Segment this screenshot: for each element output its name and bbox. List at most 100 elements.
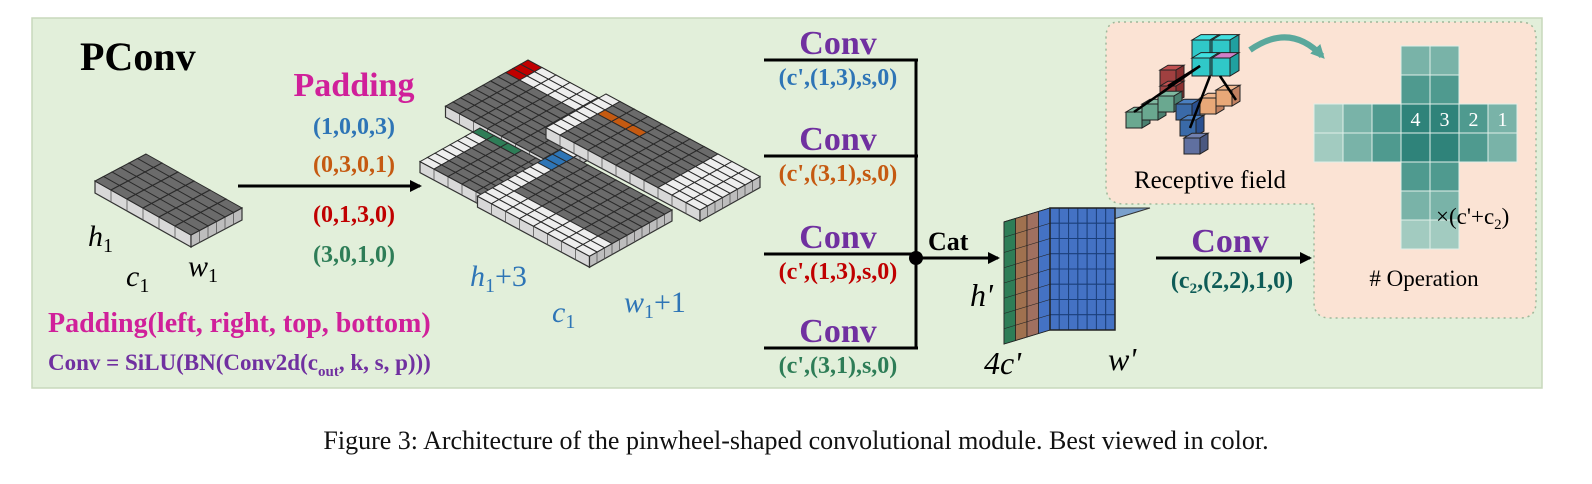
output-width-label: w' (1108, 341, 1137, 377)
output-grid-line (1026, 317, 1039, 323)
output-grid-line (1026, 302, 1039, 307)
output-front-border (1049, 207, 1116, 331)
output-cell (1095, 207, 1107, 224)
output-grid-line (1038, 299, 1051, 304)
output-cell (1068, 283, 1079, 300)
output-grid-line (1026, 287, 1039, 292)
operation-cell (1371, 103, 1402, 134)
conv-branch-label-1: Conv (799, 25, 876, 62)
padded-blue-cell (574, 243, 599, 257)
rf-orange-1-front (1199, 97, 1217, 115)
receptive-field (1124, 33, 1242, 155)
receptive-field-label: Receptive field (1134, 167, 1287, 194)
operation-cell (1400, 45, 1431, 76)
output-cell (1095, 299, 1107, 316)
output-cell (1086, 283, 1097, 300)
output-grid-line (1003, 324, 1016, 330)
input-slab-cell (173, 220, 201, 236)
output-cell (1058, 314, 1070, 331)
operation-cell (1400, 219, 1431, 250)
output-grid-line (1015, 229, 1028, 235)
rf-green-2-front (1141, 103, 1159, 121)
output-cell (1095, 283, 1107, 300)
output-cell (1058, 253, 1070, 270)
output-cell (1105, 253, 1116, 270)
output-cell (1058, 238, 1070, 255)
output-cell (1058, 283, 1070, 300)
padding-value-3: (0,1,3,0) (313, 202, 395, 228)
cat-label: Cat (928, 227, 969, 256)
padded-height-label: h1+3 (470, 260, 527, 297)
padding-value-1: (1,0,0,3) (313, 114, 395, 140)
rf-connector (1218, 75, 1238, 101)
output-cell (1058, 268, 1070, 285)
output-cell (1086, 314, 1097, 331)
operation-cell (1429, 103, 1460, 134)
operation-cell (1429, 219, 1460, 250)
output-cell (1095, 222, 1107, 239)
operation-cell (1429, 132, 1460, 163)
output-cell (1105, 207, 1116, 224)
input-width-label: w1 (188, 250, 218, 287)
output-cell (1105, 238, 1116, 255)
output-cell (1077, 283, 1088, 300)
output-cell (1049, 268, 1060, 285)
output-cell (1077, 268, 1088, 285)
operation-cell (1429, 45, 1460, 76)
module-title: PConv (80, 34, 196, 79)
operation-cell (1342, 132, 1373, 163)
rf-cyan-4-front (1211, 57, 1231, 77)
operation-cell (1458, 132, 1489, 163)
output-cell (1105, 268, 1116, 285)
final-conv-params: (c2,(2,2),1,0) (1171, 268, 1293, 297)
output-cell (1068, 222, 1079, 239)
rf-connector (1188, 75, 1212, 129)
input-slab (93, 153, 244, 249)
rf-connector (1167, 64, 1201, 88)
conv-branch-params-3: (c',(1,3),s,0) (779, 259, 898, 285)
output-grid-line (1026, 241, 1039, 246)
conv-branch-params-4: (c',(3,1),s,0) (779, 353, 898, 379)
output-cell (1077, 222, 1088, 239)
output-cell (1068, 299, 1079, 316)
rf-blue-3-front (1183, 137, 1201, 155)
output-grid-line (1003, 233, 1016, 238)
padded-tensor (418, 59, 762, 269)
output-cell (1105, 283, 1116, 300)
output-grid-line (1038, 283, 1051, 289)
output-grid-line (1015, 245, 1028, 250)
conv-branch-params-2: (c',(3,1),s,0) (779, 161, 898, 187)
output-cell (1068, 207, 1079, 224)
output-grid-line (1015, 306, 1028, 311)
pconv-diagram: PConv h1 c1 w1 Padding (1,0,0,3)(0,3,0,1… (31, 17, 1543, 389)
output-grid-line (1003, 309, 1016, 314)
operation-number-3: 3 (1440, 109, 1450, 131)
output-cell (1086, 253, 1097, 270)
output-cell (1086, 238, 1097, 255)
output-grid-line (1038, 314, 1051, 319)
output-grid-line (1015, 260, 1028, 265)
padded-orange (544, 93, 762, 223)
output-grid-line (1003, 248, 1016, 253)
output-cell (1068, 238, 1079, 255)
input-height-label: h1 (88, 220, 113, 257)
operation-label: # Operation (1369, 266, 1479, 291)
output-cell (1058, 299, 1070, 316)
output-grid-line (1038, 222, 1051, 228)
output-grid-line (1015, 321, 1028, 326)
operation-cell (1400, 161, 1431, 192)
output-cell (1049, 222, 1060, 239)
input-channel-label: c1 (126, 260, 149, 297)
rf-cyan-3-front (1191, 57, 1211, 77)
output-cell (1049, 314, 1060, 331)
operation-cell (1458, 103, 1489, 134)
output-cell (1068, 314, 1079, 331)
padding-legend: Padding(left, right, top, bottom) (48, 308, 431, 339)
output-grid-line (1026, 272, 1039, 277)
operation-cell (1429, 74, 1460, 105)
output-grid-line (1015, 275, 1028, 280)
output-cell (1077, 207, 1088, 224)
operation-cell (1487, 132, 1518, 163)
final-conv-label: Conv (1191, 223, 1268, 260)
output-cell (1049, 238, 1060, 255)
